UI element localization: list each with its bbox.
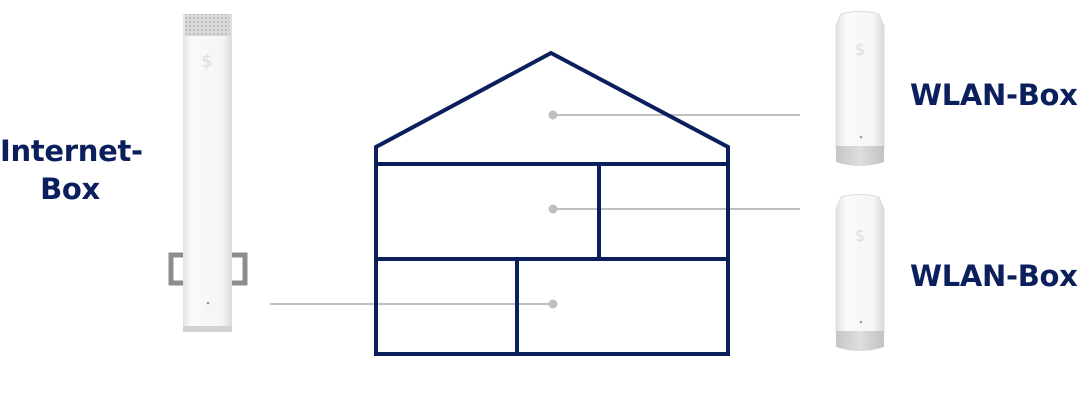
connector-dot-ground-floor: [548, 299, 558, 309]
internet-box-label-line1: Internet-: [0, 134, 143, 168]
wlan-box-top-label: WLAN-Box: [910, 78, 1078, 112]
connector-dot-attic: [548, 110, 558, 120]
wifi-extender-device-icon: $: [835, 194, 885, 351]
wlan-box-top-body: [835, 11, 885, 149]
wlan-box-bottom-led: [859, 320, 863, 324]
wlan-box-bottom-body: [835, 194, 885, 334]
router-led: [206, 301, 210, 305]
internet-box-label: Internet- Box: [0, 132, 143, 208]
router-bottom-edge: [183, 326, 232, 332]
router-body: [183, 14, 232, 332]
router-vent: [185, 14, 230, 36]
router-device-icon: $: [168, 14, 248, 332]
wlan-box-bottom-logo-icon: $: [855, 226, 865, 245]
connector-lines: [270, 110, 800, 309]
wlan-box-bottom-base: [836, 331, 884, 351]
connector-dot-first-floor: [548, 204, 558, 214]
wlan-box-top-led: [859, 135, 863, 139]
internet-box-label-line2: Box: [40, 172, 100, 206]
wlan-box-bottom-label: WLAN-Box: [910, 259, 1078, 293]
router-stand: [168, 252, 248, 286]
wlan-box-top-logo-icon: $: [855, 40, 865, 59]
router-logo-icon: $: [201, 51, 212, 72]
wifi-extender-device-icon: $: [835, 11, 885, 166]
house-outline: [374, 50, 730, 356]
wlan-box-top-base: [836, 146, 884, 166]
house-floorplan-icon: [374, 50, 730, 356]
